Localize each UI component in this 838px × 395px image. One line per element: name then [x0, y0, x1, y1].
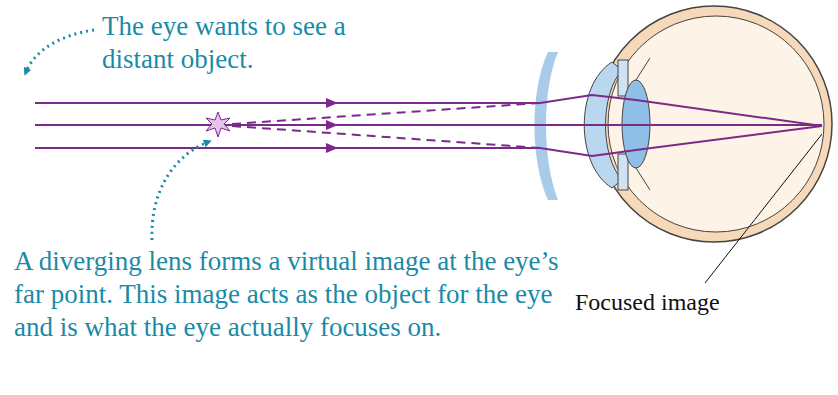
callout-text: A diverging lens forms a virtual image a… [14, 245, 574, 344]
callout-arrow [152, 142, 208, 240]
leader-line [705, 134, 822, 283]
virtual-rays [232, 103, 540, 148]
callout-text: The eye wants to see a distant object. [102, 10, 402, 76]
part-label: Focused image [575, 287, 775, 317]
light-rays [35, 95, 822, 156]
callout-arrow [26, 30, 94, 72]
virtual-image [206, 112, 230, 137]
ray-arrowheads [326, 98, 338, 153]
iris [618, 154, 628, 190]
